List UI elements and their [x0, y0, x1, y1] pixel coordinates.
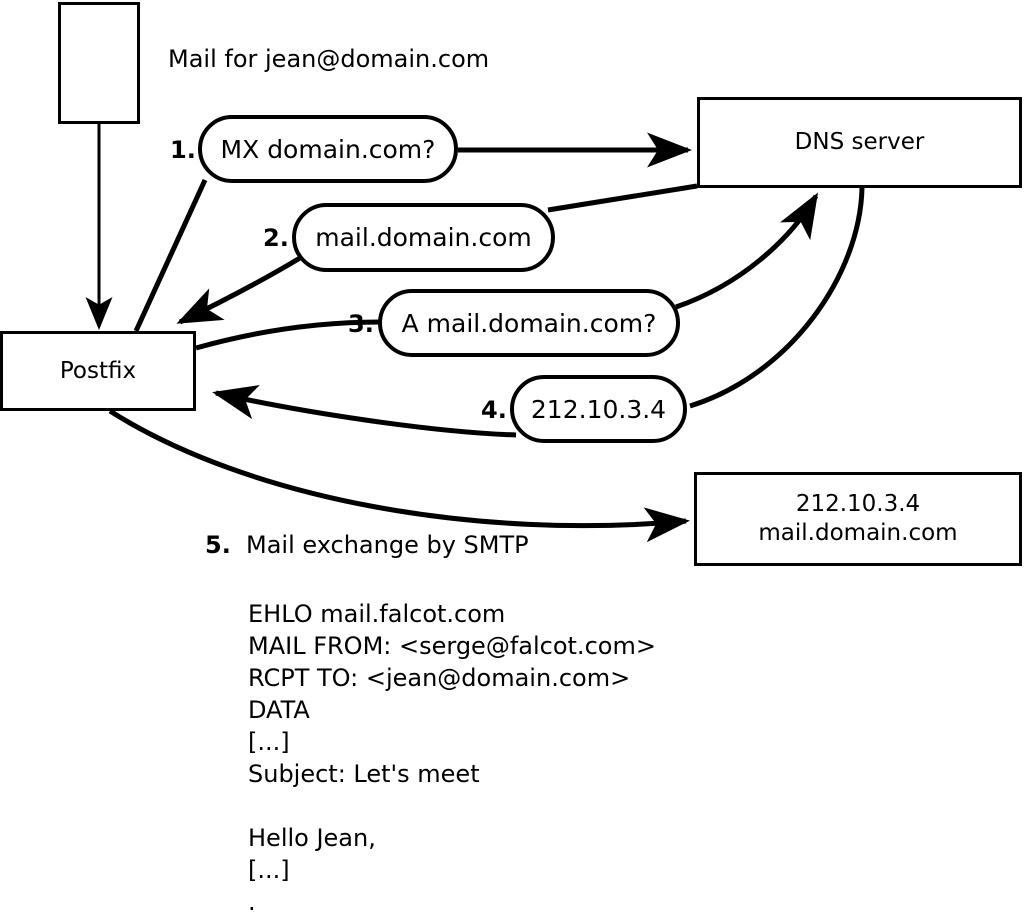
step-number-1: 1.	[170, 136, 196, 164]
step-number-5: 5.	[205, 531, 231, 559]
smtp-transcript: EHLO mail.falcot.com MAIL FROM: <serge@f…	[248, 600, 656, 916]
message-bubble-step4-label: 212.10.3.4	[530, 394, 667, 424]
message-bubble-step3-label: A mail.domain.com?	[401, 308, 657, 338]
connector-step4-to-postfix	[212, 384, 517, 438]
connector-step5-smtp	[108, 408, 690, 543]
node-sender-client[interactable]	[58, 2, 140, 124]
node-dns-server-label: DNS server	[794, 129, 925, 156]
mail-for-caption: Mail for jean@domain.com	[168, 45, 490, 73]
step-number-3: 3.	[348, 310, 374, 338]
message-bubble-step1-label: MX domain.com?	[220, 134, 436, 164]
connector-step2-from-dns	[547, 183, 698, 213]
step5-description: Mail exchange by SMTP	[246, 531, 529, 559]
connector-step3-out	[195, 319, 381, 351]
node-target-mail-server[interactable]: 212.10.3.4 mail.domain.com	[694, 472, 1022, 566]
node-postfix[interactable]: Postfix	[0, 331, 196, 411]
node-postfix-label: Postfix	[59, 357, 137, 384]
node-dns-server[interactable]: DNS server	[697, 97, 1022, 188]
connector-step3-to-dns	[675, 192, 819, 310]
message-bubble-step2[interactable]: mail.domain.com	[292, 203, 555, 272]
step-number-2: 2.	[263, 224, 289, 252]
connector-step4-from-dns	[689, 187, 865, 409]
node-target-mail-server-ip: 212.10.3.4	[795, 491, 921, 518]
message-bubble-step2-label: mail.domain.com	[315, 223, 532, 252]
message-bubble-step1[interactable]: MX domain.com?	[198, 115, 458, 183]
message-bubble-step3[interactable]: A mail.domain.com?	[378, 289, 680, 357]
node-target-mail-server-host: mail.domain.com	[758, 520, 958, 546]
connector-step1-out	[133, 178, 208, 333]
message-bubble-step4[interactable]: 212.10.3.4	[510, 375, 687, 443]
connector-step2-to-postfix	[176, 255, 302, 325]
step-number-4: 4.	[481, 396, 507, 424]
